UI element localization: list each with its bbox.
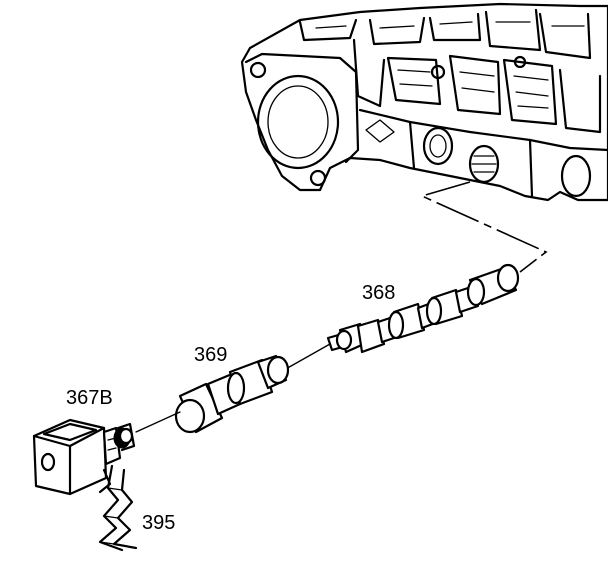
valve-axis-line xyxy=(283,343,331,371)
retainer-clip-395 xyxy=(98,464,138,552)
label-395: 395 xyxy=(142,512,175,534)
label-369: 369 xyxy=(194,344,227,366)
valve-body-casting xyxy=(240,2,608,202)
label-367b: 367B xyxy=(66,387,113,409)
solenoid-axis-line xyxy=(135,411,181,433)
valve-368 xyxy=(326,263,520,354)
valve-369 xyxy=(174,354,290,434)
solenoid-367b xyxy=(32,418,136,496)
label-368: 368 xyxy=(362,282,395,304)
bore-centerline xyxy=(419,181,548,273)
